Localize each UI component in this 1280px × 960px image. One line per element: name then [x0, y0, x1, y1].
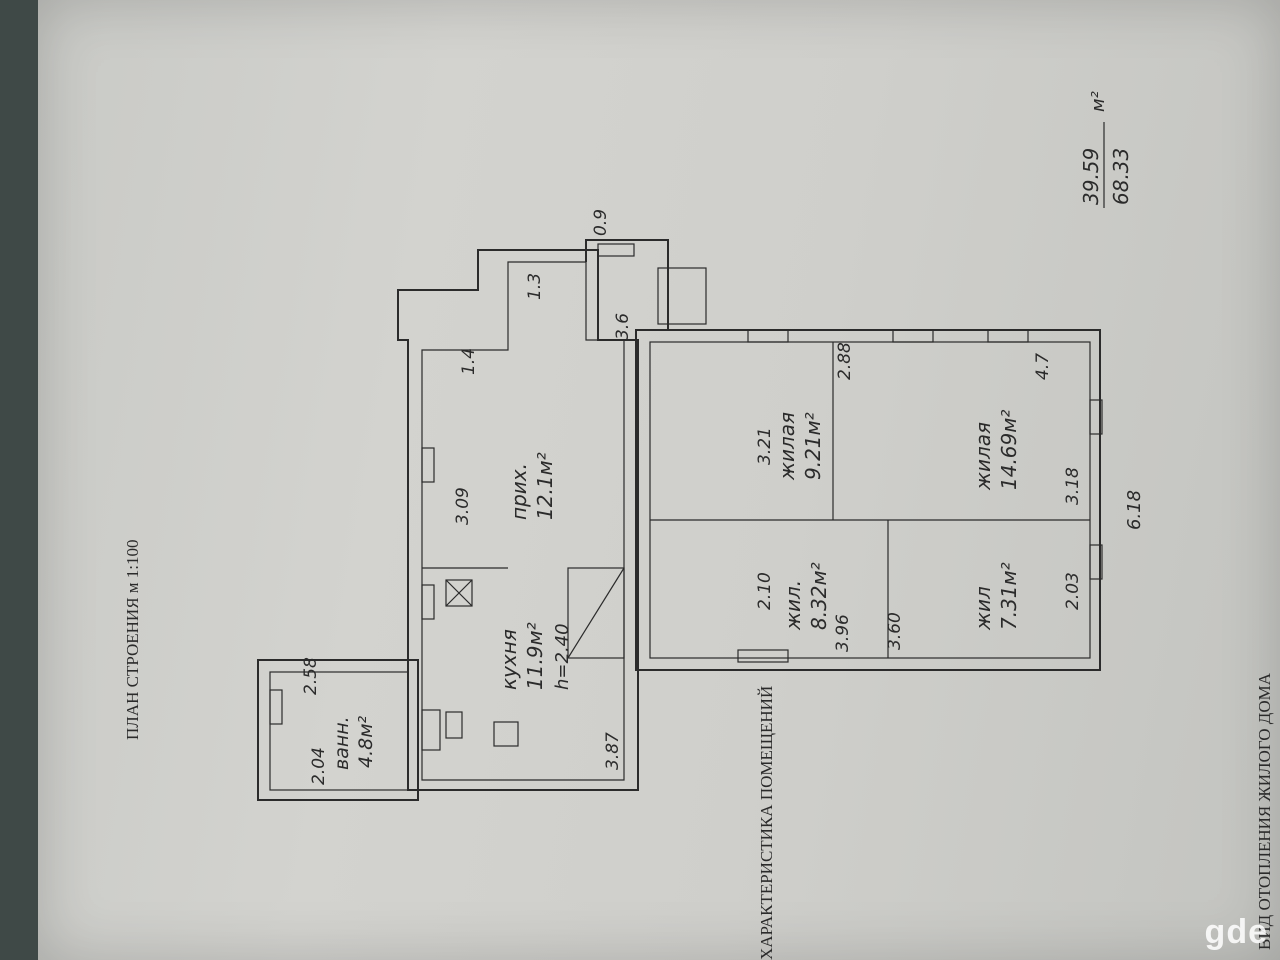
window-living3 [737, 649, 789, 663]
room-living1-area: 9.21м² [801, 412, 825, 480]
stair [567, 567, 625, 659]
kitchen-hall-outer-wall [397, 249, 639, 791]
dim-hall-extra: 3.6 [613, 313, 633, 340]
porch-wall [585, 239, 669, 330]
window-porch [597, 243, 635, 257]
dim-room2-a: 3.18 [1063, 467, 1083, 505]
dim-room4-b: 3.60 [885, 612, 905, 650]
room-living2-area: 14.69м² [997, 410, 1021, 490]
window-kitchen [421, 584, 435, 620]
room-bath-name: ванн. [331, 716, 353, 770]
dim-room3-b: 3.96 [833, 614, 853, 652]
floor-plan-sheet: ПЛАН СТРОЕНИЯ м 1:100 ВИД ОТОПЛЕНИЯ ЖИЛО… [38, 0, 1280, 960]
room-kitchen-name: кухня [497, 629, 521, 690]
dim-bath-width: 2.58 [301, 657, 321, 695]
window-living2-top2 [987, 329, 1029, 343]
area-total: 68.33 [1109, 148, 1133, 205]
room-living4-area: 7.31м² [997, 562, 1021, 630]
living-block-outer-wall [635, 329, 1101, 671]
watermark-logo: gde [1204, 913, 1268, 951]
footer-left-caption: ХАРАКТЕРИСТИКА ПОМЕЩЕНИЙ [757, 686, 776, 960]
dim-porch-b: 1.3 [525, 273, 545, 300]
dim-room2-b: 4.7 [1033, 353, 1053, 380]
room-living1-name: жилая [775, 412, 799, 481]
floor-plan-drawing: ПЛАН СТРОЕНИЯ м 1:100 ВИД ОТОПЛЕНИЯ ЖИЛО… [123, 91, 1274, 960]
footer-right-caption: ВИД ОТОПЛЕНИЯ ЖИЛОГО ДОМА [1255, 672, 1274, 950]
stove-cross-b [445, 579, 473, 607]
stove-icon [445, 579, 473, 607]
toilet-icon [493, 721, 519, 747]
room-living4-name: жил [971, 586, 995, 631]
dim-porch-a: 1.4 [459, 348, 479, 375]
window-living2 [1089, 399, 1103, 435]
window-living2-top [892, 329, 934, 343]
room-kitchen-height: h=2.40 [552, 623, 573, 690]
dim-hall-len: 3.09 [453, 487, 473, 525]
dim-room1-b: 2.88 [835, 342, 855, 380]
area-living: 39.59 [1079, 148, 1103, 205]
dim-porch-c: 0.9 [591, 209, 611, 236]
area-unit: м² [1088, 91, 1109, 112]
room-hall-name: прих. [507, 463, 531, 520]
room-living3-area: 8.32м² [807, 562, 831, 630]
bath-outer-wall [257, 659, 419, 801]
plan-title: ПЛАН СТРОЕНИЯ м 1:100 [123, 539, 142, 740]
room-living2-name: жилая [971, 422, 995, 491]
dim-room4-a: 2.03 [1063, 572, 1083, 610]
dim-room1-a: 3.21 [755, 427, 775, 465]
dim-bath-inner: 2.04 [309, 747, 329, 785]
living-block-inner-wall [649, 341, 1091, 659]
window-hall [421, 447, 435, 483]
stair-diagonal [567, 567, 625, 659]
room-living3-name: жил. [781, 580, 805, 631]
room-bath-area: 4.8м² [355, 715, 377, 768]
window-living4 [1089, 544, 1103, 580]
room-hall-area: 12.1м² [533, 452, 557, 520]
window-living1 [747, 329, 789, 343]
room-kitchen-area: 11.9м² [523, 622, 547, 690]
porch-steps [657, 267, 707, 325]
dim-kitchen-len: 3.87 [603, 732, 623, 770]
dim-room3-a: 2.10 [755, 572, 775, 610]
sink-icon [421, 709, 441, 751]
window-bath [269, 689, 283, 725]
dim-total: 6.18 [1124, 490, 1145, 530]
cooker-icon [445, 711, 463, 739]
